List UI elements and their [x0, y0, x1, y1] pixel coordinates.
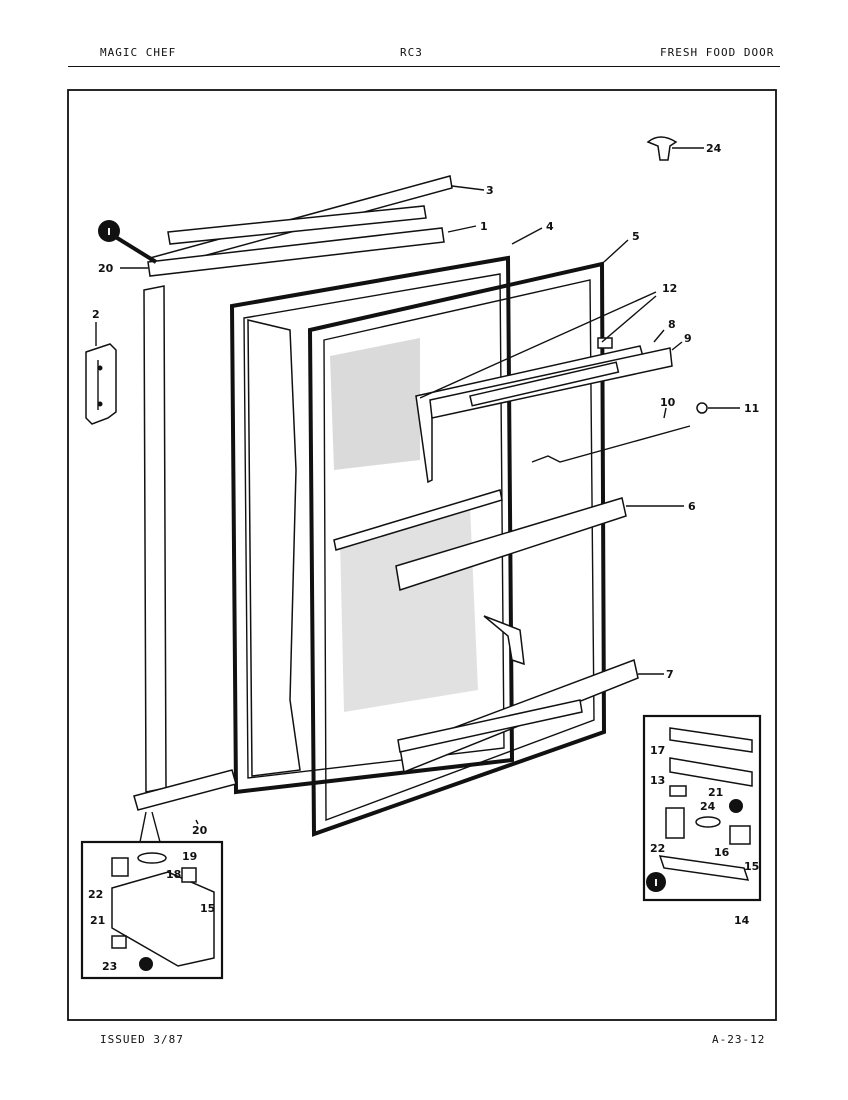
callout-10: 10 — [660, 396, 676, 409]
washer-right — [695, 816, 721, 828]
bushing-left — [181, 867, 197, 883]
callout-13: 13 — [650, 774, 665, 787]
hinge-pin-right — [665, 807, 685, 839]
inset-channel — [669, 757, 753, 787]
callout-22-right: 22 — [650, 842, 665, 855]
callout-6: 6 — [688, 500, 696, 513]
nut-right — [669, 785, 687, 797]
header-section: FRESH FOOD DOOR — [660, 46, 775, 59]
callout-12: 12 — [662, 282, 677, 295]
lower-hinge-bar — [133, 769, 237, 811]
screw-part — [696, 402, 708, 414]
diagram-frame — [67, 89, 777, 1021]
callout-5: 5 — [632, 230, 640, 243]
callout-20-bottom: 20 — [192, 824, 208, 837]
callout-17: 17 — [650, 744, 665, 757]
inset-base-plate — [658, 855, 750, 881]
callout-15-left: 15 — [200, 902, 215, 915]
door-liner — [243, 273, 505, 779]
hinge-block — [111, 871, 215, 967]
liner-texture-upper — [330, 338, 420, 470]
middle-door-shelf — [395, 497, 627, 591]
gear-left — [139, 957, 153, 971]
inner-door-border — [323, 279, 595, 822]
callout-19: 19 — [182, 850, 197, 863]
badge-lower — [646, 872, 666, 892]
bushing-right — [729, 825, 751, 845]
callout-16: 16 — [714, 846, 730, 859]
shelf-wire — [531, 425, 691, 463]
callout-9: 9 — [684, 332, 692, 345]
callout-11: 11 — [744, 402, 759, 415]
header-model: RC3 — [400, 46, 423, 59]
callout-8: 8 — [668, 318, 676, 331]
shelf-bar-slot — [469, 361, 620, 407]
liner-side-wall — [247, 319, 301, 777]
callout-23: 23 — [102, 960, 117, 973]
leader-lines — [95, 147, 740, 825]
nut-left — [111, 935, 127, 949]
callout-21-right: 21 — [708, 786, 723, 799]
callout-20-top: 20 — [98, 262, 114, 275]
callout-2: 2 — [92, 308, 100, 321]
header-rule — [68, 66, 780, 67]
shelf-end-cap — [597, 337, 613, 349]
callout-21-left: 21 — [90, 914, 105, 927]
callout-1: 1 — [480, 220, 488, 233]
inset-right — [642, 714, 762, 902]
hinge-bracket — [85, 343, 117, 425]
inset-left — [80, 840, 224, 980]
badge-lower-text: I — [654, 878, 658, 889]
header-brand: MAGIC CHEF — [100, 46, 177, 59]
callout-4: 4 — [546, 220, 554, 233]
callout-24-right: 24 — [700, 800, 716, 813]
top-plug — [646, 136, 678, 161]
footer-page-code: A-23-12 — [712, 1033, 766, 1046]
liner-bracket — [483, 615, 525, 666]
callout-14: 14 — [734, 914, 750, 927]
callout-22-left: 22 — [88, 888, 103, 901]
badge-upper-text: I — [107, 227, 111, 238]
hinge-pin-left — [111, 857, 129, 877]
inset-plate-top — [669, 727, 753, 753]
door-side-panel — [143, 285, 167, 793]
upper-hinge-bar — [167, 205, 427, 245]
gear-right — [729, 799, 743, 813]
footer-issued: ISSUED 3/87 — [100, 1033, 184, 1046]
middle-rail — [333, 489, 503, 551]
upper-hinge-rail — [147, 227, 445, 277]
callout-15-right: 15 — [744, 860, 759, 873]
callout-3: 3 — [486, 184, 494, 197]
callout-18: 18 — [166, 868, 181, 881]
inner-door-panel — [307, 261, 607, 837]
washer-left — [137, 852, 167, 864]
lower-retainer — [397, 699, 583, 753]
callout-24-top: 24 — [706, 142, 722, 155]
door-gasket-outer — [229, 255, 515, 795]
callout-7: 7 — [666, 668, 674, 681]
